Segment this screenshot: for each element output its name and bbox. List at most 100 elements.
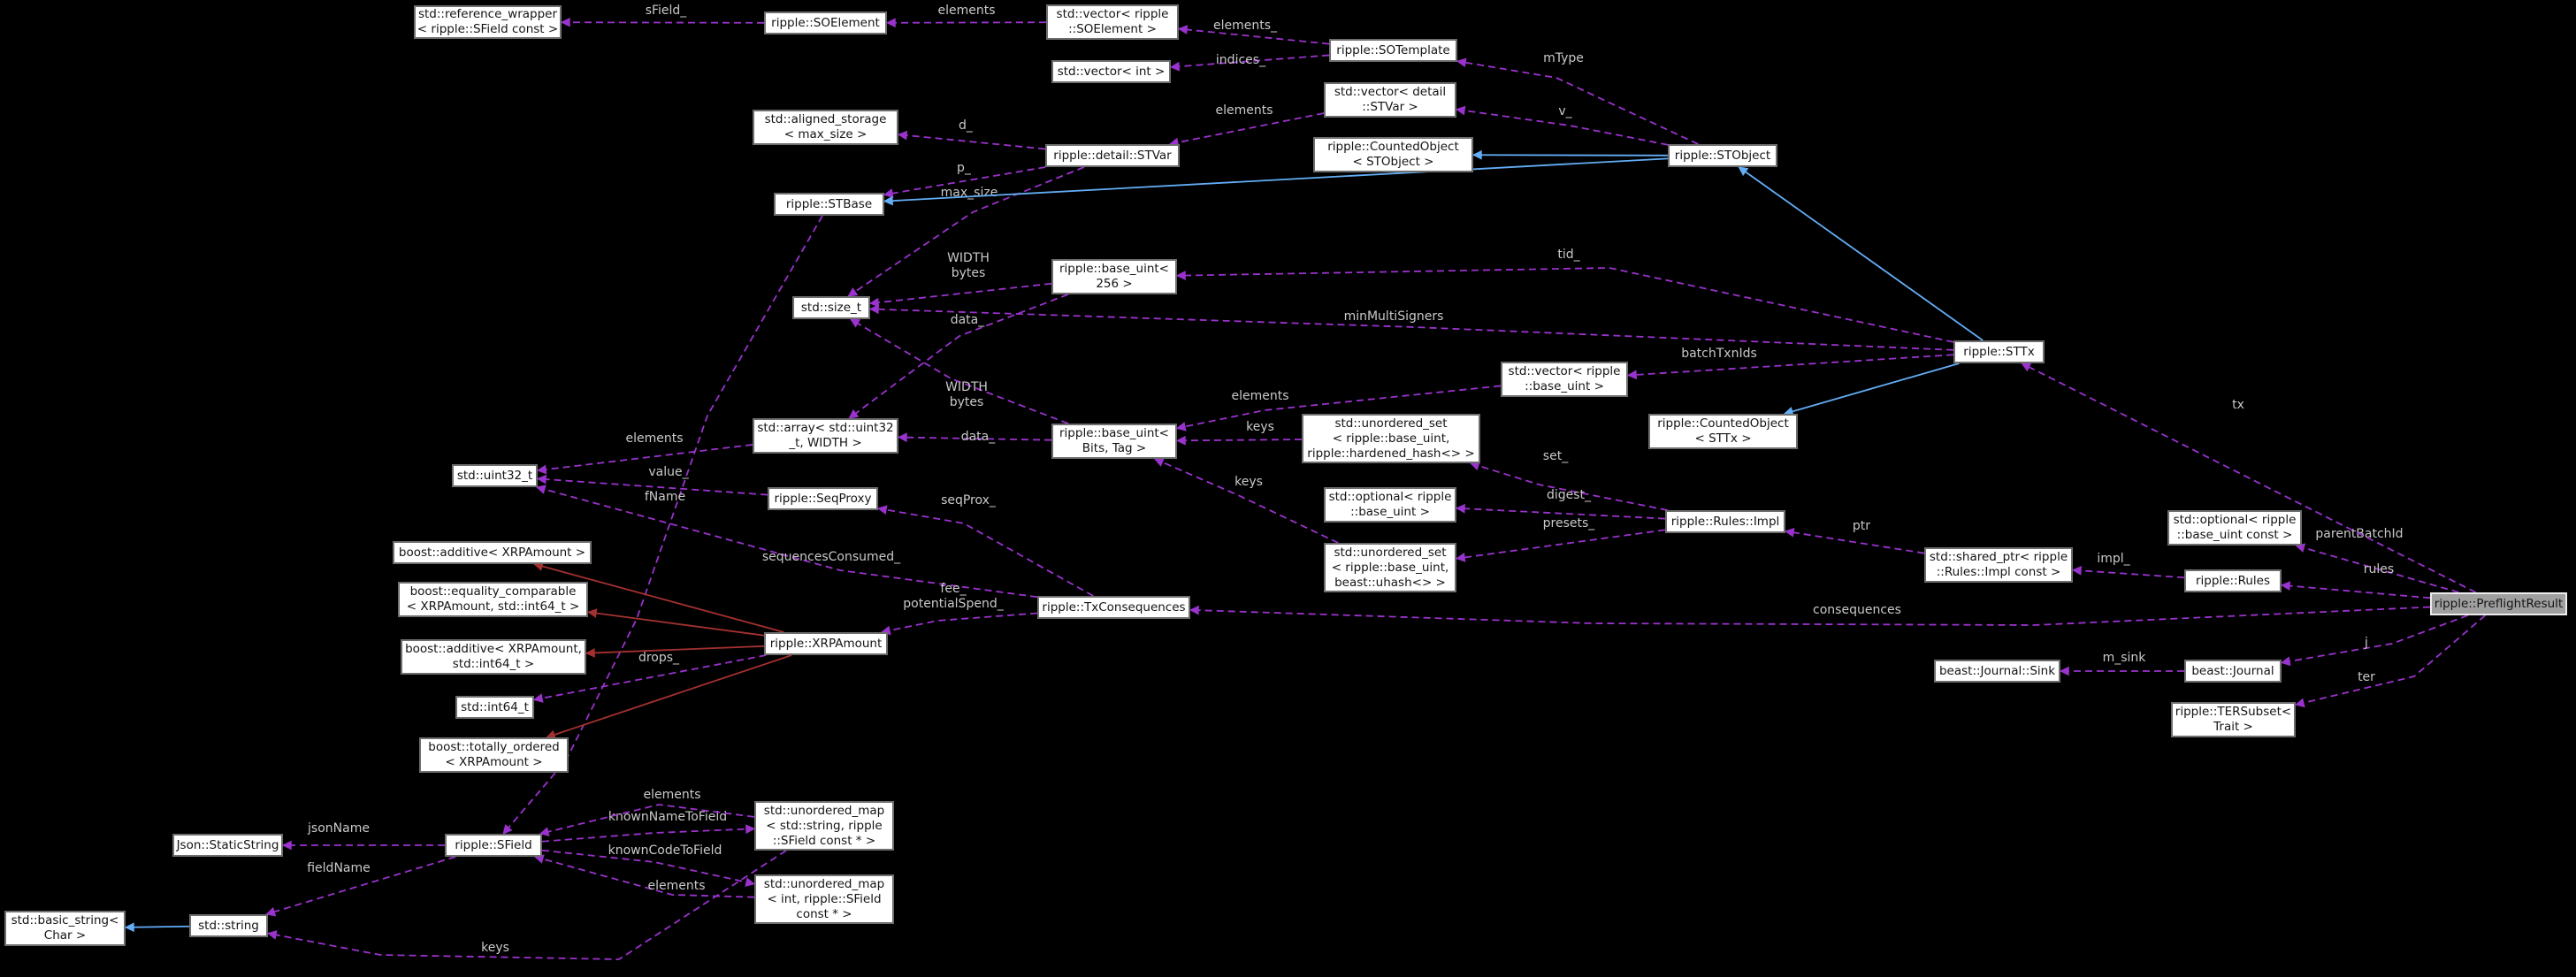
edge-label-keys: keys xyxy=(481,941,509,955)
edge-seqproxy-uint32 xyxy=(536,474,768,496)
edge-label-digest_: digest_ xyxy=(1547,488,1592,502)
node-umap_str[interactable]: std::unordered_map < std::string, ripple… xyxy=(754,801,894,851)
node-rules[interactable]: ripple::Rules xyxy=(2184,569,2282,592)
node-arr[interactable]: std::array< std::uint32 _t, WIDTH > xyxy=(753,418,898,454)
node-add_xrp[interactable]: boost::additive< XRPAmount > xyxy=(393,541,592,564)
edge-umap_str-string xyxy=(266,850,787,960)
edge-rules-sharedptr xyxy=(2071,565,2185,579)
edge-sotemplate-vec_soelement xyxy=(1177,25,1330,45)
node-soelement[interactable]: ripple::SOElement xyxy=(764,11,887,34)
edge-xrpamount-add_xrp_int xyxy=(585,645,765,658)
node-sttx[interactable]: ripple::STTx xyxy=(1953,340,2045,363)
node-txcons[interactable]: ripple::TxConsequences xyxy=(1037,596,1190,619)
edge-stobject-sotemplate xyxy=(1456,57,1699,145)
edge-sttx-baseuint256 xyxy=(1175,267,1954,343)
node-basicstring[interactable]: std::basic_string< Char > xyxy=(4,911,126,946)
node-seqproxy[interactable]: ripple::SeqProxy xyxy=(768,487,878,510)
edge-stvar-sizet xyxy=(847,166,1085,297)
edge-stobject-counted_stobject xyxy=(1471,149,1669,160)
edge-baseuint256-arr xyxy=(848,294,1069,419)
edge-label-fName: fName xyxy=(645,490,685,504)
edge-label-elements: elements xyxy=(1231,389,1288,403)
node-sharedptr[interactable]: std::shared_ptr< ripple ::Rules::Impl co… xyxy=(1924,547,2073,583)
node-opt_baseuint_const[interactable]: std::optional< ripple ::base_uint const … xyxy=(2167,510,2302,546)
edge-baseuint256-sizet xyxy=(868,282,1052,308)
node-sizet[interactable]: std::size_t xyxy=(792,296,870,319)
edge-label-ter: ter xyxy=(2358,670,2375,684)
node-aligned[interactable]: std::aligned_storage < max_size > xyxy=(753,110,898,145)
edge-label-tx: tx xyxy=(2232,398,2244,412)
node-stvar[interactable]: ripple::detail::STVar xyxy=(1045,144,1180,167)
node-refwrap[interactable]: std::reference_wrapper < ripple::SField … xyxy=(414,5,562,39)
edge-preflight-opt_baseuint_const xyxy=(2295,543,2459,593)
edge-uset_hardened-baseuint_bits xyxy=(1175,435,1303,446)
edge-preflight-txcons xyxy=(1189,605,2431,626)
node-stbase[interactable]: ripple::STBase xyxy=(774,193,884,216)
edge-sttx-vec_baseuint xyxy=(1626,354,1954,380)
edge-label-elements: elements xyxy=(1215,103,1273,118)
edge-label-data_: data_ xyxy=(951,313,986,327)
edge-txcons-seqproxy xyxy=(876,505,1094,597)
edge-label-knownCodeToField: knownCodeToField xyxy=(608,843,722,858)
node-vec_stvar[interactable]: std::vector< detail ::STVar > xyxy=(1324,82,1456,118)
node-journal[interactable]: beast::Journal xyxy=(2184,660,2282,683)
edge-label-indices_: indices_ xyxy=(1216,53,1266,67)
edge-label-presets_: presets_ xyxy=(1543,516,1596,530)
edge-rulesimpl-uset_uhash xyxy=(1455,529,1666,562)
node-add_xrp_int[interactable]: boost::additive< XRPAmount, std::int64_t… xyxy=(401,639,586,675)
edge-label-v_: v_ xyxy=(1558,104,1572,118)
edge-label-ptr: ptr xyxy=(1853,519,1870,533)
edge-label-mType: mType xyxy=(1543,51,1584,65)
node-counted_sttx[interactable]: ripple::CountedObject < STTx > xyxy=(1648,414,1798,449)
edge-label-elements: elements xyxy=(643,788,700,802)
node-counted_stobject[interactable]: ripple::CountedObject < STObject > xyxy=(1313,137,1473,172)
edge-label-jsonName: jsonName xyxy=(307,821,370,836)
node-opt_baseuint[interactable]: std::optional< ripple ::base_uint > xyxy=(1324,487,1456,523)
edge-label-rules: rules xyxy=(2364,562,2394,576)
edge-stobject-vec_stvar xyxy=(1455,105,1669,146)
edge-umap_int-sfield xyxy=(533,854,755,898)
node-uset_hardened[interactable]: std::unordered_set < ripple::base_uint, … xyxy=(1302,414,1480,463)
node-uset_uhash[interactable]: std::unordered_set < ripple::base_uint, … xyxy=(1324,543,1456,592)
node-vec_soelement[interactable]: std::vector< ripple ::SOElement > xyxy=(1046,4,1179,40)
node-sfield[interactable]: ripple::SField xyxy=(445,834,542,857)
node-preflight[interactable]: ripple::PreflightResult xyxy=(2430,592,2567,615)
edge-stbase-sfield xyxy=(502,215,823,835)
edge-baseuint_bits-arr xyxy=(897,432,1052,443)
edge-label-minMultiSigners: minMultiSigners xyxy=(1344,309,1444,324)
node-baseuint_bits[interactable]: ripple::base_uint< Bits, Tag > xyxy=(1051,424,1177,459)
node-eq_comp[interactable]: boost::equality_comparable < XRPAmount, … xyxy=(398,582,588,617)
node-string[interactable]: std::string xyxy=(189,914,268,937)
node-uint32[interactable]: std::uint32_t xyxy=(452,464,538,487)
edge-stobject-stbase xyxy=(883,157,1669,206)
edge-umap_str-sfield xyxy=(539,804,755,836)
edge-txcons-xrpamount xyxy=(880,612,1038,636)
node-vec_baseuint[interactable]: std::vector< ripple ::base_uint > xyxy=(1501,362,1628,397)
node-umap_int[interactable]: std::unordered_map < int, ripple::SField… xyxy=(754,874,894,924)
node-sink[interactable]: beast::Journal::Sink xyxy=(1934,660,2060,683)
edge-rulesimpl-opt_baseuint xyxy=(1455,503,1666,520)
node-vec_int[interactable]: std::vector< int > xyxy=(1051,60,1171,83)
node-tersubset[interactable]: ripple::TERSubset< Trait > xyxy=(2171,702,2296,737)
edge-label-sequencesConsumed_: sequencesConsumed_ xyxy=(762,550,901,564)
edge-xrpamount-totally xyxy=(546,654,792,740)
edge-label-drops_: drops_ xyxy=(638,651,680,665)
node-rulesimpl[interactable]: ripple::Rules::Impl xyxy=(1665,510,1785,533)
node-stobject[interactable]: ripple::STObject xyxy=(1668,144,1777,167)
edge-sttx-stobject xyxy=(1738,166,1984,341)
node-int64[interactable]: std::int64_t xyxy=(455,696,534,719)
node-sotemplate[interactable]: ripple::SOTemplate xyxy=(1329,39,1457,62)
edge-label-m_sink: m_sink xyxy=(2103,651,2147,665)
node-xrpamount[interactable]: ripple::XRPAmount xyxy=(764,632,888,655)
edge-txcons-uint32 xyxy=(535,485,1038,599)
node-staticstring[interactable]: Json::StaticString xyxy=(172,834,283,857)
edge-label-d_: d_ xyxy=(959,118,974,133)
edge-sttx-sizet xyxy=(868,304,1954,351)
edge-label-p_: p_ xyxy=(957,161,972,175)
edge-label-keys: keys xyxy=(1246,420,1274,434)
node-totally[interactable]: boost::totally_ordered < XRPAmount > xyxy=(419,737,569,773)
node-baseuint256[interactable]: ripple::base_uint< 256 > xyxy=(1051,259,1177,294)
edge-label-seqProx_: seqProx_ xyxy=(941,493,997,508)
